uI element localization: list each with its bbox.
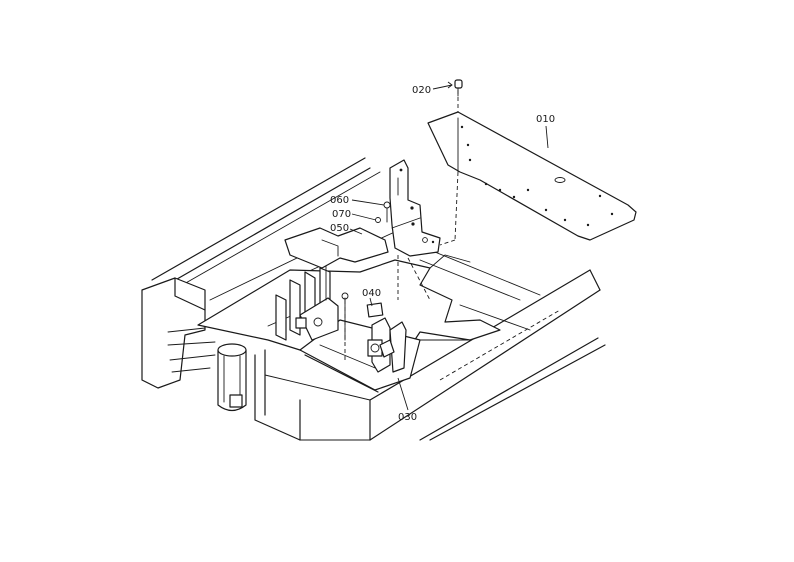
callout-040: 040 [362, 288, 381, 299]
part-040-block [341, 292, 384, 360]
callout-010: 010 [536, 114, 555, 125]
callouts: 020 010 060 070 050 040 030 [330, 81, 555, 423]
pivot-cylinder [217, 343, 247, 412]
part-020-screw [454, 79, 463, 97]
part-010-cover-plate [427, 90, 637, 246]
part-050-plate [284, 227, 389, 269]
callout-050: 050 [330, 223, 349, 234]
callout-060: 060 [330, 195, 349, 206]
post-assembly [275, 261, 339, 341]
vertical-bracket [389, 159, 441, 301]
callout-070: 070 [332, 209, 351, 220]
part-030-bracket-assembly [299, 317, 421, 393]
callout-030: 030 [398, 412, 417, 423]
callout-020: 020 [412, 85, 431, 96]
